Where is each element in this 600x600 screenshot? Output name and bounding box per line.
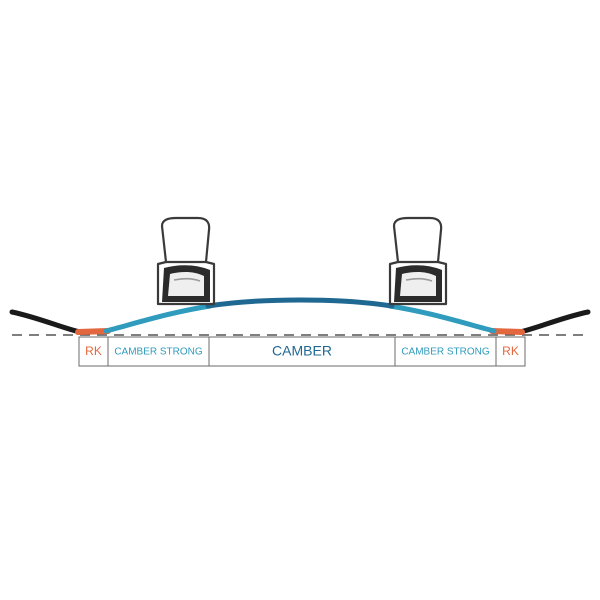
zone-label-camber-strong-left: CAMBER STRONG xyxy=(114,347,203,358)
zone-label-camber-strong-right: CAMBER STRONG xyxy=(401,347,490,358)
binding-right xyxy=(388,216,448,306)
zone-box-camber-strong-right xyxy=(394,336,497,367)
left-rocker-segment xyxy=(75,328,111,335)
zone-label-rk-left: RK xyxy=(85,344,102,358)
zone-box-rk-left xyxy=(78,336,109,367)
right-camber-strong-segment xyxy=(387,303,497,334)
binding-left xyxy=(156,216,216,306)
zone-box-camber-strong-left xyxy=(107,336,210,367)
zone-legend: RK CAMBER STRONG CAMBER CAMBER STRONG RK xyxy=(78,336,526,367)
board-profile xyxy=(9,297,591,335)
right-tip xyxy=(517,309,591,335)
right-rocker-segment xyxy=(489,328,525,335)
left-camber-strong-segment xyxy=(103,303,213,334)
zone-label-rk-right: RK xyxy=(502,344,519,358)
binding-boot-icon xyxy=(388,216,448,306)
zone-label-camber: CAMBER xyxy=(272,343,332,359)
binding-boot-icon xyxy=(156,216,216,306)
zone-box-rk-right xyxy=(495,336,526,367)
left-tip xyxy=(9,309,83,335)
camber-segment xyxy=(205,297,395,309)
